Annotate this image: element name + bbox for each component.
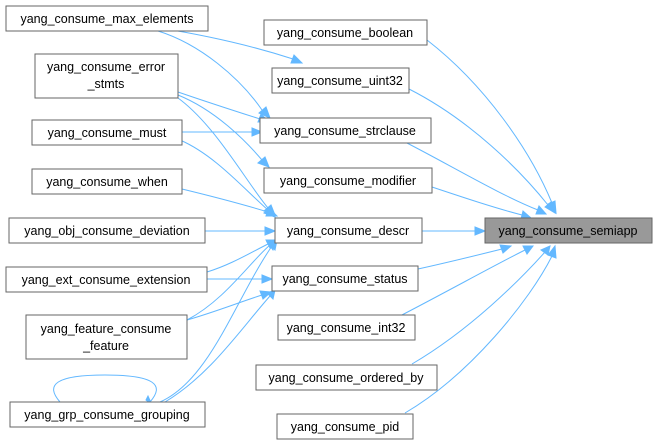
node-pid[interactable]: yang_consume_pid (276, 413, 414, 440)
edge-error-stmts-to-strclause (177, 91, 271, 123)
node-uint32-label: yang_consume_uint32 (277, 74, 403, 88)
node-ordered-by[interactable]: yang_consume_ordered_by (255, 364, 438, 391)
node-error-stmts-label-line1: yang_consume_error (47, 60, 165, 74)
node-status-label: yang_consume_status (282, 272, 407, 286)
node-when[interactable]: yang_consume_when (31, 168, 183, 195)
node-deviation-label: yang_obj_consume_deviation (24, 224, 189, 238)
edge-strclause-to-semiapp (404, 141, 548, 215)
edge-grouping-to-status (164, 289, 276, 403)
edge-int32-to-semiapp (399, 245, 534, 317)
node-feature[interactable]: yang_feature_consume _feature (25, 314, 188, 360)
node-pid-label: yang_consume_pid (291, 420, 399, 434)
edge-error-stmts-to-modifier (177, 94, 270, 168)
node-max-elements-label: yang_consume_max_elements (20, 12, 193, 26)
node-feature-label-line2: _feature (82, 339, 129, 353)
node-when-label: yang_consume_when (46, 175, 168, 189)
edge-when-to-descr (181, 188, 279, 217)
node-deviation[interactable]: yang_obj_consume_deviation (8, 217, 206, 244)
node-error-stmts-label-line2: _stmts (87, 77, 125, 91)
node-max-elements[interactable]: yang_consume_max_elements (5, 5, 209, 32)
node-must[interactable]: yang_consume_must (31, 119, 183, 146)
node-grouping-label: yang_grp_consume_grouping (24, 408, 189, 422)
node-descr[interactable]: yang_consume_descr (274, 217, 423, 244)
edge-deviation-to-descr (205, 226, 277, 236)
node-int32[interactable]: yang_consume_int32 (277, 314, 416, 341)
node-int32-label: yang_consume_int32 (287, 321, 406, 335)
edge-descr-to-semiapp (422, 226, 487, 236)
edge-uint32-to-semiapp (408, 88, 556, 215)
node-descr-label: yang_consume_descr (287, 224, 409, 238)
node-ordered-by-label: yang_consume_ordered_by (269, 371, 425, 385)
node-extension-label: yang_ext_consume_extension (22, 273, 191, 287)
edge-boolean-to-semiapp (426, 39, 557, 215)
edge-ordered-by-to-semiapp (411, 245, 551, 365)
node-semiapp-label: yang_consume_semiapp (499, 224, 638, 238)
node-uint32[interactable]: yang_consume_uint32 (271, 67, 410, 94)
node-modifier[interactable]: yang_consume_modifier (263, 167, 433, 194)
edge-pid-to-semiapp (404, 244, 557, 414)
node-strclause[interactable]: yang_consume_strclause (259, 117, 432, 144)
node-strclause-label: yang_consume_strclause (274, 124, 416, 138)
edge-status-to-semiapp (417, 244, 513, 270)
node-error-stmts[interactable]: yang_consume_error _stmts (34, 53, 179, 99)
edge-extension-to-status (207, 274, 274, 284)
edge-extension-to-descr (206, 239, 279, 273)
edge-max-elements-to-strclause (157, 30, 271, 119)
edge-grouping-self-loop (53, 374, 157, 406)
edge-must-to-strclause (182, 127, 264, 137)
node-semiapp-focus[interactable]: yang_consume_semiapp (484, 217, 653, 244)
edge-modifier-to-semiapp (431, 186, 533, 220)
node-boolean-label: yang_consume_boolean (277, 26, 413, 40)
node-extension[interactable]: yang_ext_consume_extension (5, 266, 208, 293)
node-must-label: yang_consume_must (48, 126, 167, 140)
node-grouping[interactable]: yang_grp_consume_grouping (9, 401, 206, 428)
node-status[interactable]: yang_consume_status (271, 265, 419, 292)
node-boolean[interactable]: yang_consume_boolean (263, 19, 428, 46)
node-modifier-label: yang_consume_modifier (280, 174, 416, 188)
edge-feature-to-status (186, 290, 273, 321)
node-feature-label-line1: yang_feature_consume (41, 322, 172, 336)
